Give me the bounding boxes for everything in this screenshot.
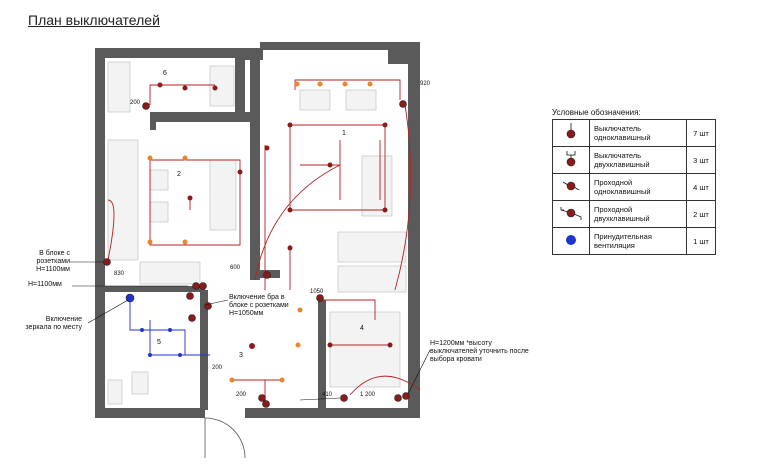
legend-row: Проходной двухклавишный 2 шт [552,200,716,228]
page-title: План выключателей [28,12,160,28]
lamps [147,81,373,383]
legend-table: Выключатель одноклавишный 7 шт Выключате… [552,119,716,255]
ventilation-icon [566,235,576,245]
ventilation-fan [125,293,182,357]
room-label-6: 6 [163,70,167,77]
note-bed: H=1200мм *высоту выключателей уточнить п… [430,340,529,363]
note-h1100: H=1100мм [28,281,62,288]
room-label-3: 3 [239,352,243,359]
ventilation-wiring [129,298,210,356]
single-switch-icon [566,123,576,139]
legend-row: Выключатель двухклавишный 3 шт [552,146,716,174]
room-label-2: 2 [177,171,181,178]
legend-count: 1 шт [686,227,716,255]
legend-title: Условные обозначения: [552,108,641,117]
room-label-4: 4 [360,325,364,332]
legend-label: Проходной одноклавишный [589,173,687,201]
legend: Условные обозначения: Выключатель однокл… [552,108,716,255]
legend-label: Принудительная вентиляция [589,227,687,255]
legend-symbol [552,227,590,255]
dim-200-bottom: 200 [236,392,247,398]
legend-label: Выключатель двухклавишный [589,146,687,174]
legend-count: 2 шт [686,200,716,228]
legend-symbol [552,200,590,228]
pass-double-switch-icon [560,207,582,220]
dim-600: 600 [230,265,241,271]
note-sconce: Включение бра в блоке с розетками H=1050… [229,294,289,317]
legend-row: Проходной одноклавишный 4 шт [552,173,716,201]
legend-row: Выключатель одноклавишный 7 шт [552,119,716,147]
dim-410: 410 [322,392,333,398]
room-label-1: 1 [342,130,346,137]
legend-symbol [552,173,590,201]
note-mirror: Включение зеркала по месту [25,316,82,331]
legend-symbol [552,119,590,147]
legend-count: 3 шт [686,146,716,174]
dim-830: 830 [114,271,125,277]
walls [95,42,420,418]
lamp-points [157,82,393,349]
legend-row: Принудительная вентиляция 1 шт [552,227,716,255]
entrance-door [204,417,246,459]
leaders [70,261,431,401]
dim-200-top: 200 [130,100,141,106]
dim-920: 920 [420,81,431,87]
double-switch-icon [566,151,576,167]
switches [103,100,410,408]
dim-1050: 1050 [310,289,324,295]
room-label-5: 5 [157,339,161,346]
legend-count: 4 шт [686,173,716,201]
dim-200-left: 200 [212,365,223,371]
legend-label: Выключатель одноклавишный [589,119,687,147]
legend-symbol [552,146,590,174]
legend-count: 7 шт [686,119,716,147]
legend-label: Проходной двухклавишный [589,200,687,228]
note-sockets-block: В блоке с розетками H=1100мм [36,250,70,273]
dim-1200: 1 200 [360,392,376,398]
pass-single-switch-icon [562,181,580,191]
furniture [107,61,407,405]
